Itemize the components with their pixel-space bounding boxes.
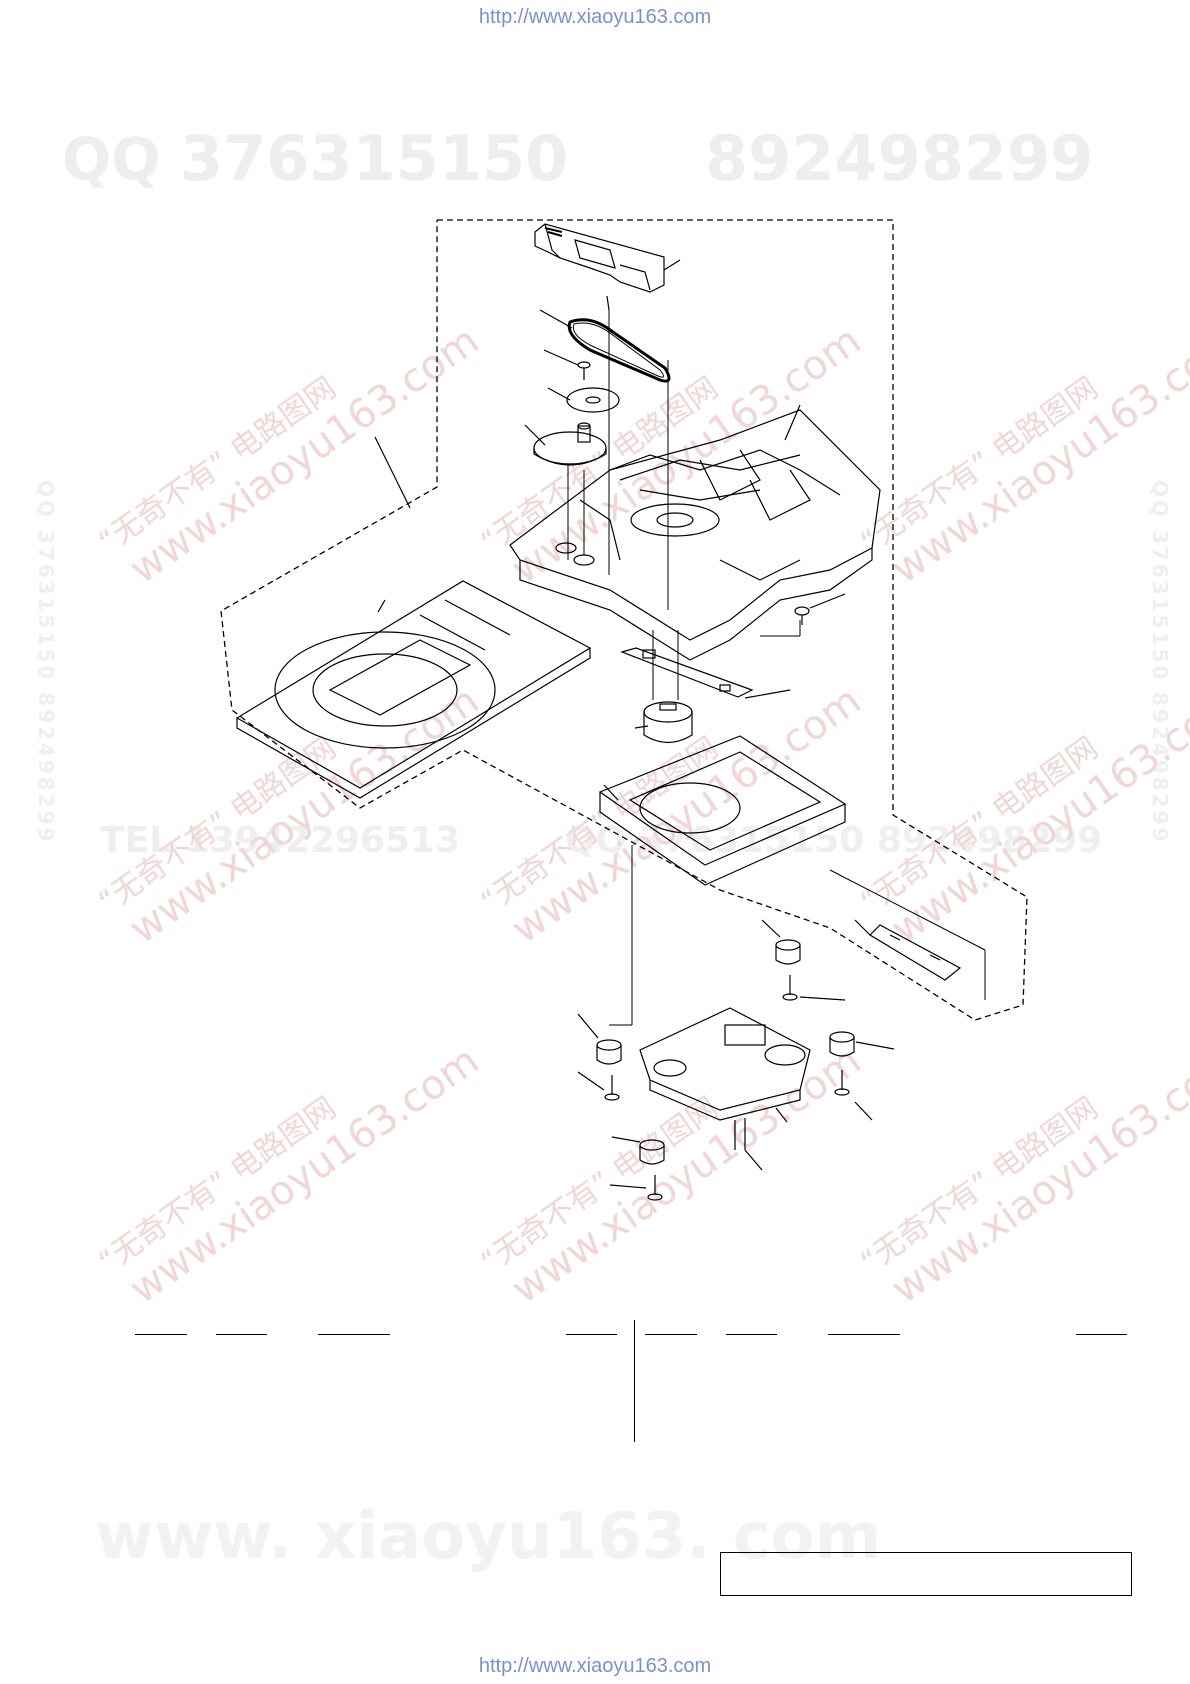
watermark-qq-number-2: 892498299 [705, 122, 1094, 195]
leader-pcb [744, 689, 791, 699]
table-rule-right-remark [1076, 1334, 1127, 1335]
disc-tray [235, 580, 592, 799]
damper-4 [639, 1139, 665, 1165]
watermark-bottom-url: www. xiaoyu163. com [95, 1500, 882, 1574]
leader-bracket [854, 919, 871, 936]
table-rule-left-remark [566, 1334, 617, 1335]
motor [643, 701, 693, 744]
damper-1 [775, 939, 801, 965]
screw-damper-3 [604, 1075, 620, 1101]
bracket [869, 924, 962, 981]
screw-top [577, 361, 591, 380]
leader-damper-2 [855, 1041, 895, 1050]
screw-damper-4 [647, 1175, 663, 1201]
belt [567, 318, 671, 383]
leader-damper-4 [611, 1136, 641, 1143]
leader-tray [377, 599, 386, 613]
table-rule-right-part [726, 1334, 777, 1335]
leader-screw-side [809, 593, 846, 609]
table-column-separator [634, 1320, 635, 1442]
leader-screw-damper-1 [799, 996, 846, 1001]
pcb-board [620, 647, 754, 698]
table-rule-left-ref [135, 1334, 187, 1335]
screw-side [794, 606, 810, 625]
chassis-frame [509, 409, 881, 661]
header-url[interactable]: http://www.xiaoyu163.com [478, 6, 712, 28]
leader-screw-damper-2 [854, 1101, 873, 1121]
damper-2 [829, 1031, 855, 1057]
leader-tray-assy [374, 436, 411, 509]
leader-motor [634, 725, 649, 729]
caption-box [720, 1552, 1132, 1596]
gear [533, 422, 607, 466]
leader-belt [539, 309, 573, 329]
footer-url[interactable]: http://www.xiaoyu163.com [478, 1655, 712, 1677]
table-rule-right-ref [645, 1334, 697, 1335]
screw-damper-2 [834, 1070, 850, 1096]
leader-gear [524, 424, 546, 446]
damper-3 [596, 1039, 622, 1065]
leader-chassis [784, 404, 801, 441]
guide-lines [567, 310, 986, 1026]
leader-flex [744, 1149, 763, 1171]
lower-frame [598, 735, 847, 886]
watermark-qq-number-1: 376315150 [180, 122, 569, 195]
screw-damper-1 [782, 975, 798, 1001]
watermark-qq-prefix: QQ [62, 125, 161, 193]
washer [566, 387, 620, 413]
leader-screw-damper-4 [609, 1184, 647, 1189]
leader-slider [663, 259, 681, 271]
watermark-tel-left: TEL 13942296513 [100, 820, 461, 861]
leader-screw-damper-3 [577, 1071, 605, 1091]
leader-screw-top [543, 349, 579, 366]
table-rule-left-desc [318, 1334, 390, 1335]
table-rule-right-desc [828, 1334, 900, 1335]
leader-damper-1 [761, 919, 781, 938]
leader-pickup [775, 1107, 788, 1123]
optical-pickup [639, 1007, 811, 1150]
table-rule-left-part [216, 1334, 267, 1335]
leader-washer [547, 387, 571, 401]
slider-part [534, 223, 665, 311]
leader-lower-frame [603, 784, 619, 801]
leader-damper-3 [577, 1013, 599, 1039]
